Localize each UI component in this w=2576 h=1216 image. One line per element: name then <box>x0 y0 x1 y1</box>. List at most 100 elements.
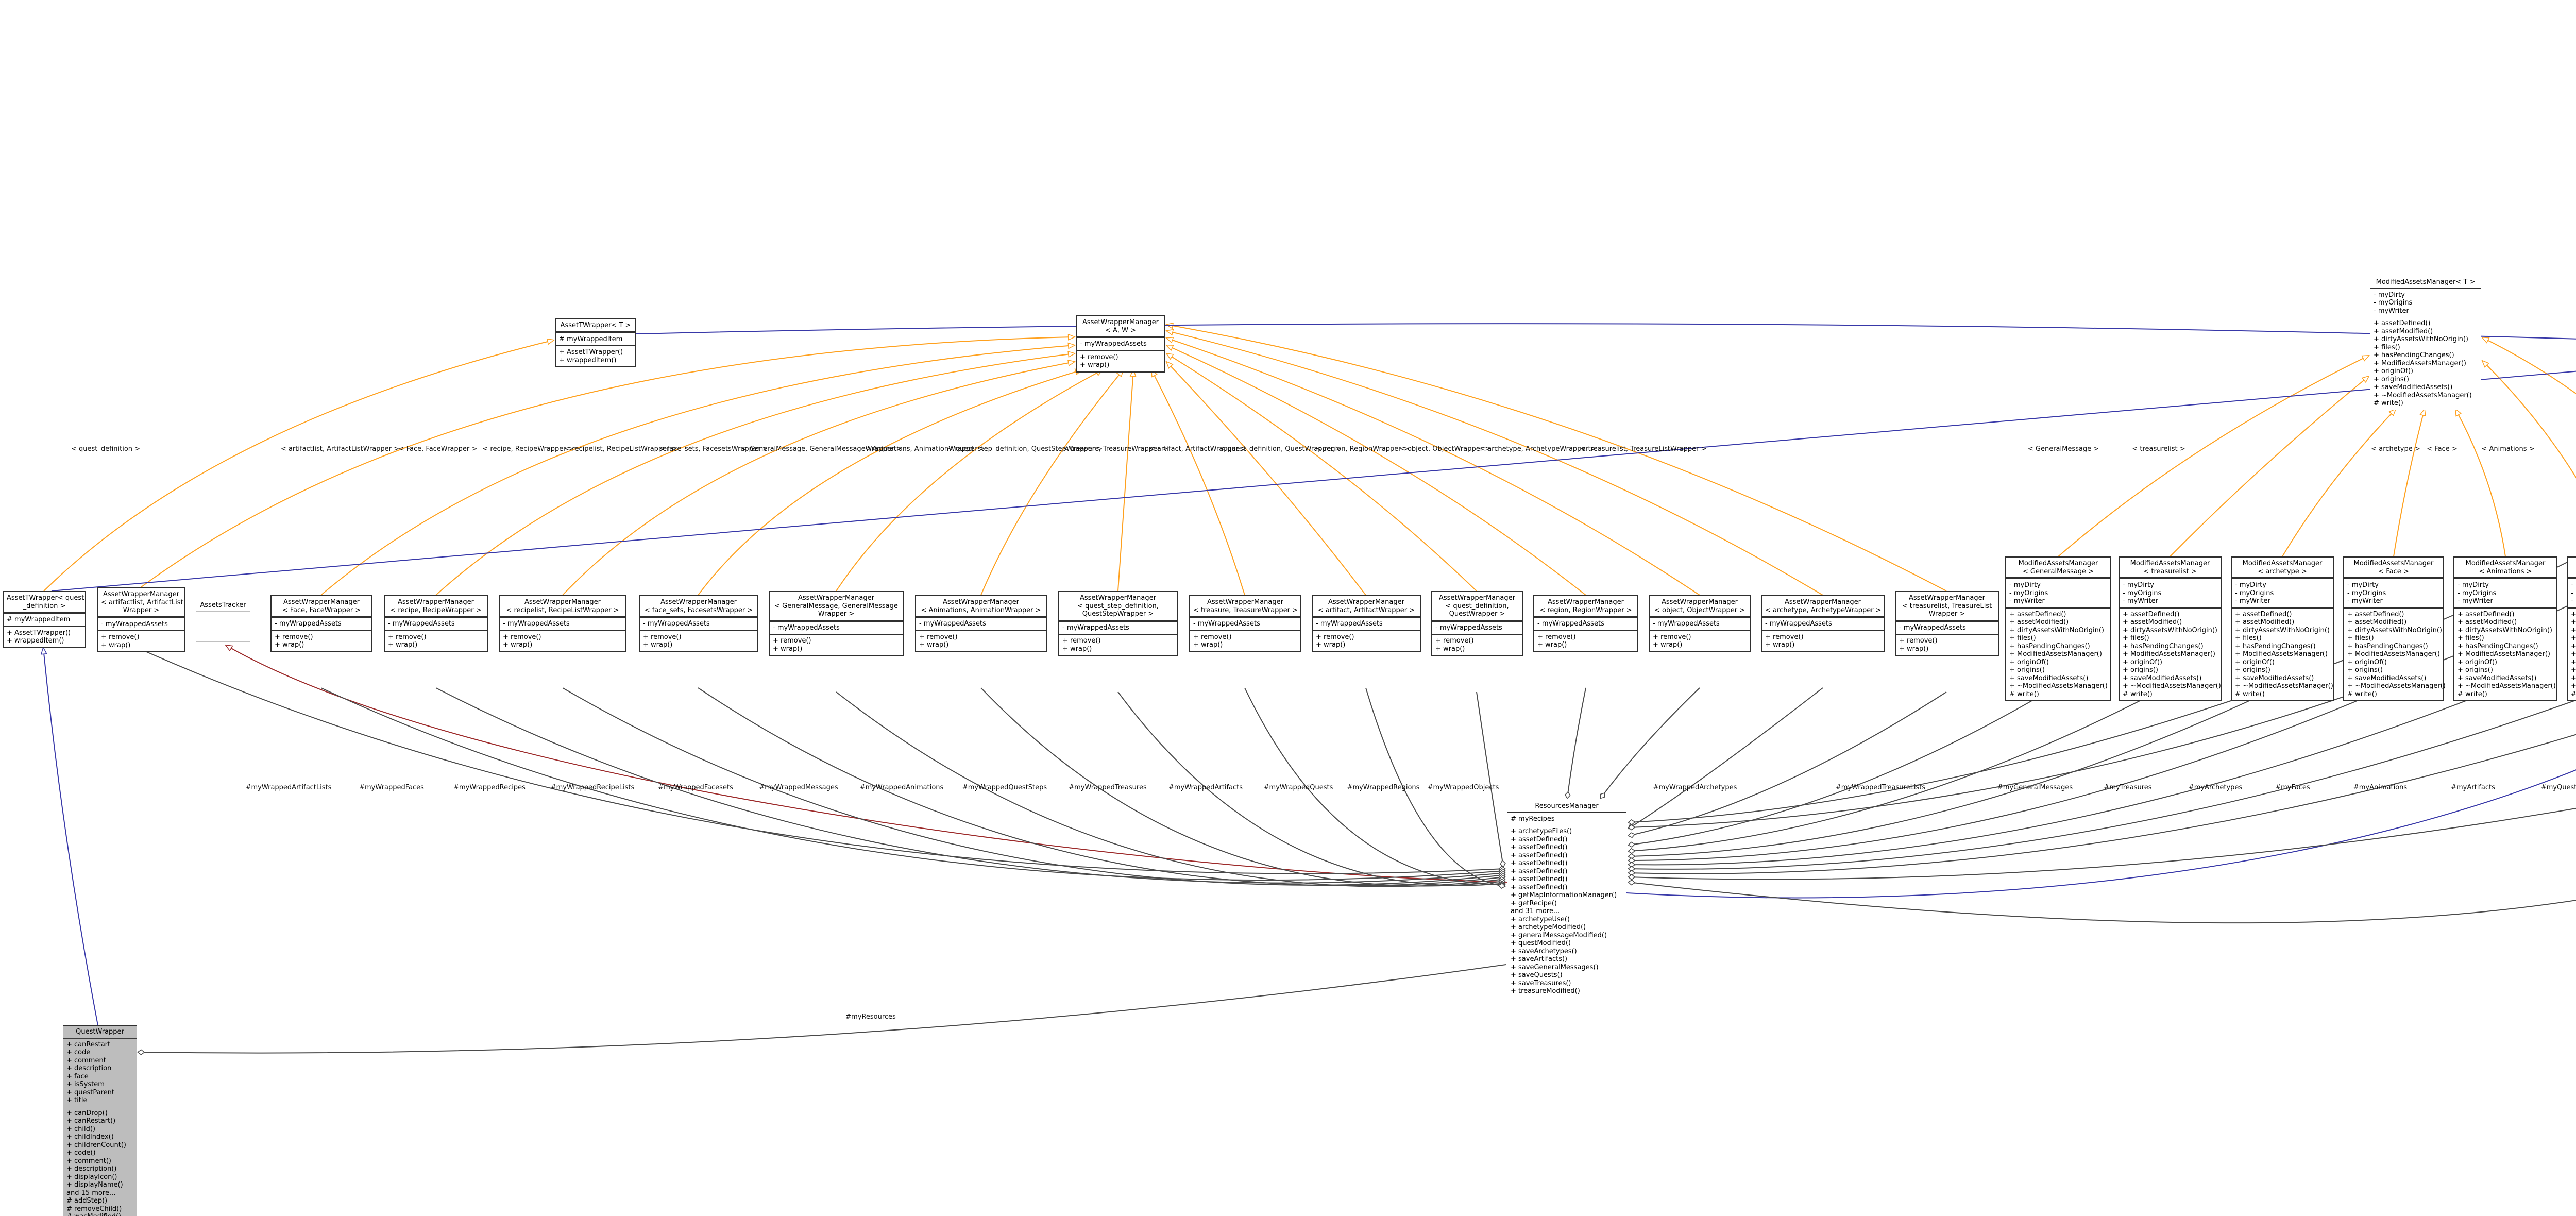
edge-47 <box>1629 685 2059 845</box>
edge-3 <box>562 362 1075 596</box>
edge-17 <box>2170 376 2369 557</box>
edge-label-34: #myWrappedQuestSteps <box>962 784 1047 791</box>
class-mam-artifact[interactable]: ModifiedAssetsManager< artifact >- myDir… <box>2567 556 2576 701</box>
class-awm-animations[interactable]: AssetWrapperManager< Animations, Animati… <box>915 595 1047 652</box>
edge-40 <box>1244 687 1505 885</box>
edge-46 <box>1629 691 1947 836</box>
class-methods: + AssetTWrapper()+ wrappedItem() <box>4 626 85 647</box>
edge-label-19: < Face > <box>2427 445 2458 453</box>
edge-30 <box>43 648 98 1026</box>
class-awm-quest-definition[interactable]: AssetWrapperManager< quest_definition,Qu… <box>1431 591 1523 656</box>
class-awm-region[interactable]: AssetWrapperManager< region, RegionWrapp… <box>1533 595 1638 652</box>
edge-label-26: #myResources <box>845 1013 896 1021</box>
class-resources-manager[interactable]: ResourcesManager# myRecipes+ archetypeFi… <box>1507 800 1626 998</box>
edge-label-20: < Animations > <box>2481 445 2535 453</box>
edge-12 <box>1166 338 1700 596</box>
class-attrs: - myWrappedAssets <box>1190 617 1300 630</box>
class-attrs: - myWrappedAssets <box>640 617 757 630</box>
edge-52 <box>1629 699 2576 869</box>
class-awm-recipelist[interactable]: AssetWrapperManager< recipelist, RecipeL… <box>499 595 626 652</box>
class-title: ModifiedAssetsManager< GeneralMessage > <box>2006 558 2110 578</box>
class-attrs: # myRecipes <box>1507 812 1626 825</box>
class-attrs: - myDirty- myOrigins- myWriter <box>2006 578 2110 607</box>
class-attrs: - myDirty- myOrigins- myWriter <box>2370 288 2481 317</box>
class-assets-tracker: AssetsTracker <box>196 599 250 642</box>
edge-label-17: < treasurelist > <box>2132 445 2185 453</box>
edge-label-35: #myWrappedTreasures <box>1069 784 1147 791</box>
class-title: AssetWrapperManager< recipe, RecipeWrapp… <box>385 596 487 617</box>
class-awm-quest-step[interactable]: AssetWrapperManager< quest_step_definiti… <box>1058 591 1178 656</box>
class-awm-face[interactable]: AssetWrapperManager< Face, FaceWrapper >… <box>270 595 372 652</box>
edge-45 <box>1629 687 1823 829</box>
edge-32 <box>140 649 1505 874</box>
class-awm-object[interactable]: AssetWrapperManager< object, ObjectWrapp… <box>1649 595 1751 652</box>
class-awm-artifact[interactable]: AssetWrapperManager< artifact, ArtifactW… <box>1312 595 1421 652</box>
class-asset-wrapper-manager-aw[interactable]: AssetWrapperManager< A, W >- myWrappedAs… <box>1076 315 1165 373</box>
class-attrs: - myDirty- myOrigins- myWriter <box>2120 578 2221 607</box>
edge-label-10: < artifact, ArtifactWrapper > <box>1149 445 1247 453</box>
class-methods: + remove()+ wrap() <box>916 630 1046 651</box>
class-attrs: - myWrappedAssets <box>1534 617 1637 630</box>
class-awm-treasure[interactable]: AssetWrapperManager< treasure, TreasureW… <box>1189 595 1301 652</box>
class-title: AssetTWrapper< quest_definition > <box>4 592 85 613</box>
class-title: AssetWrapperManager< object, ObjectWrapp… <box>1650 596 1750 617</box>
class-attrs: - myDirty- myOrigins- myWriter <box>2344 578 2443 607</box>
edge-22 <box>2482 337 2576 395</box>
edge-label-0: < quest_definition > <box>71 445 141 453</box>
edge-57 <box>1629 601 2576 827</box>
edge-label-41: #myWrappedTreasureLists <box>1835 784 1926 791</box>
edge-18 <box>2282 409 2396 557</box>
class-methods: + canDrop()+ canRestart()+ child()+ chil… <box>63 1106 137 1216</box>
edge-label-14: < archetype, ArchetypeWrapper > <box>1480 445 1596 453</box>
class-asset-t-wrapper-t[interactable]: AssetTWrapper< T ># myWrappedItem+ Asset… <box>555 318 636 367</box>
class-attrs: # myWrappedItem <box>556 332 635 346</box>
class-mam-face[interactable]: ModifiedAssetsManager< Face >- myDirty- … <box>2343 556 2446 701</box>
class-awm-archetype[interactable]: AssetWrapperManager< archetype, Archetyp… <box>1761 595 1885 652</box>
edge-0 <box>140 337 1075 588</box>
edge-label-27: #myWrappedArtifactLists <box>245 784 332 791</box>
class-mam-animations[interactable]: ModifiedAssetsManager< Animations >- myD… <box>2453 556 2557 701</box>
class-attrs: - myWrappedAssets <box>770 620 903 634</box>
edge-13 <box>1166 331 1823 596</box>
edge-15 <box>43 340 554 592</box>
class-mam-archetype[interactable]: ModifiedAssetsManager< archetype >- myDi… <box>2231 556 2334 701</box>
class-awm-face-sets[interactable]: AssetWrapperManager< face_sets, Facesets… <box>639 595 758 652</box>
edge-54 <box>1629 807 2576 880</box>
edge-label-48: #myQuests <box>2540 784 2576 791</box>
class-asset-t-wrapper-quest-definition[interactable]: AssetTWrapper< quest_definition ># myWra… <box>3 591 86 648</box>
class-title: AssetsTracker <box>196 599 250 612</box>
class-attrs <box>196 611 250 627</box>
class-title: AssetWrapperManager< face_sets, Facesets… <box>640 596 757 617</box>
edge-label-3: < recipe, RecipeWrapper > <box>482 445 574 453</box>
class-title: AssetWrapperManager< Face, FaceWrapper > <box>272 596 371 617</box>
edge-42 <box>1476 691 1503 867</box>
class-awm-artifactlist[interactable]: AssetWrapperManager< artifactlist, Artif… <box>97 587 185 652</box>
edge-label-2: < Face, FaceWrapper > <box>398 445 478 453</box>
class-methods: + assetDefined()+ assetModified()+ dirty… <box>2232 607 2333 701</box>
edge-51 <box>1629 685 2506 865</box>
class-title: ModifiedAssetsManager< artifact > <box>2568 558 2576 578</box>
class-attrs: - myWrappedAssets <box>500 617 625 630</box>
class-title: AssetWrapperManager< GeneralMessage, Gen… <box>770 592 903 621</box>
class-methods: + remove()+ wrap() <box>1534 630 1637 651</box>
class-awm-treasurelist[interactable]: AssetWrapperManager< treasurelist, Treas… <box>1895 591 1999 656</box>
edge-39 <box>1117 691 1505 886</box>
class-methods <box>196 626 250 641</box>
class-mam-general-message[interactable]: ModifiedAssetsManager< GeneralMessage >-… <box>2005 556 2111 701</box>
class-title: AssetTWrapper< T > <box>556 319 635 332</box>
class-mam-treasurelist[interactable]: ModifiedAssetsManager< treasurelist >- m… <box>2119 556 2222 701</box>
class-awm-general-message[interactable]: AssetWrapperManager< GeneralMessage, Gen… <box>769 591 904 656</box>
class-attrs: - myWrappedAssets <box>385 617 487 630</box>
edge-label-12: < region, RegionWrapper > <box>1316 445 1409 453</box>
class-title: ResourcesManager <box>1507 800 1626 813</box>
class-title: ModifiedAssetsManager< archetype > <box>2232 558 2333 578</box>
edge-8 <box>1151 370 1245 596</box>
class-modified-assets-manager-t[interactable]: ModifiedAssetsManager< T >- myDirty- myO… <box>2370 276 2481 410</box>
class-attrs: - myWrappedAssets <box>1432 620 1522 634</box>
edge-label-36: #myWrappedArtifacts <box>1168 784 1243 791</box>
class-quest-wrapper[interactable]: QuestWrapper+ canRestart+ code+ comment+… <box>63 1025 137 1216</box>
edge-label-18: < archetype > <box>2371 445 2420 453</box>
class-title: AssetWrapperManager< artifactlist, Artif… <box>98 588 184 617</box>
class-awm-recipe[interactable]: AssetWrapperManager< recipe, RecipeWrapp… <box>384 595 488 652</box>
class-attrs: - myWrappedAssets <box>916 617 1046 630</box>
